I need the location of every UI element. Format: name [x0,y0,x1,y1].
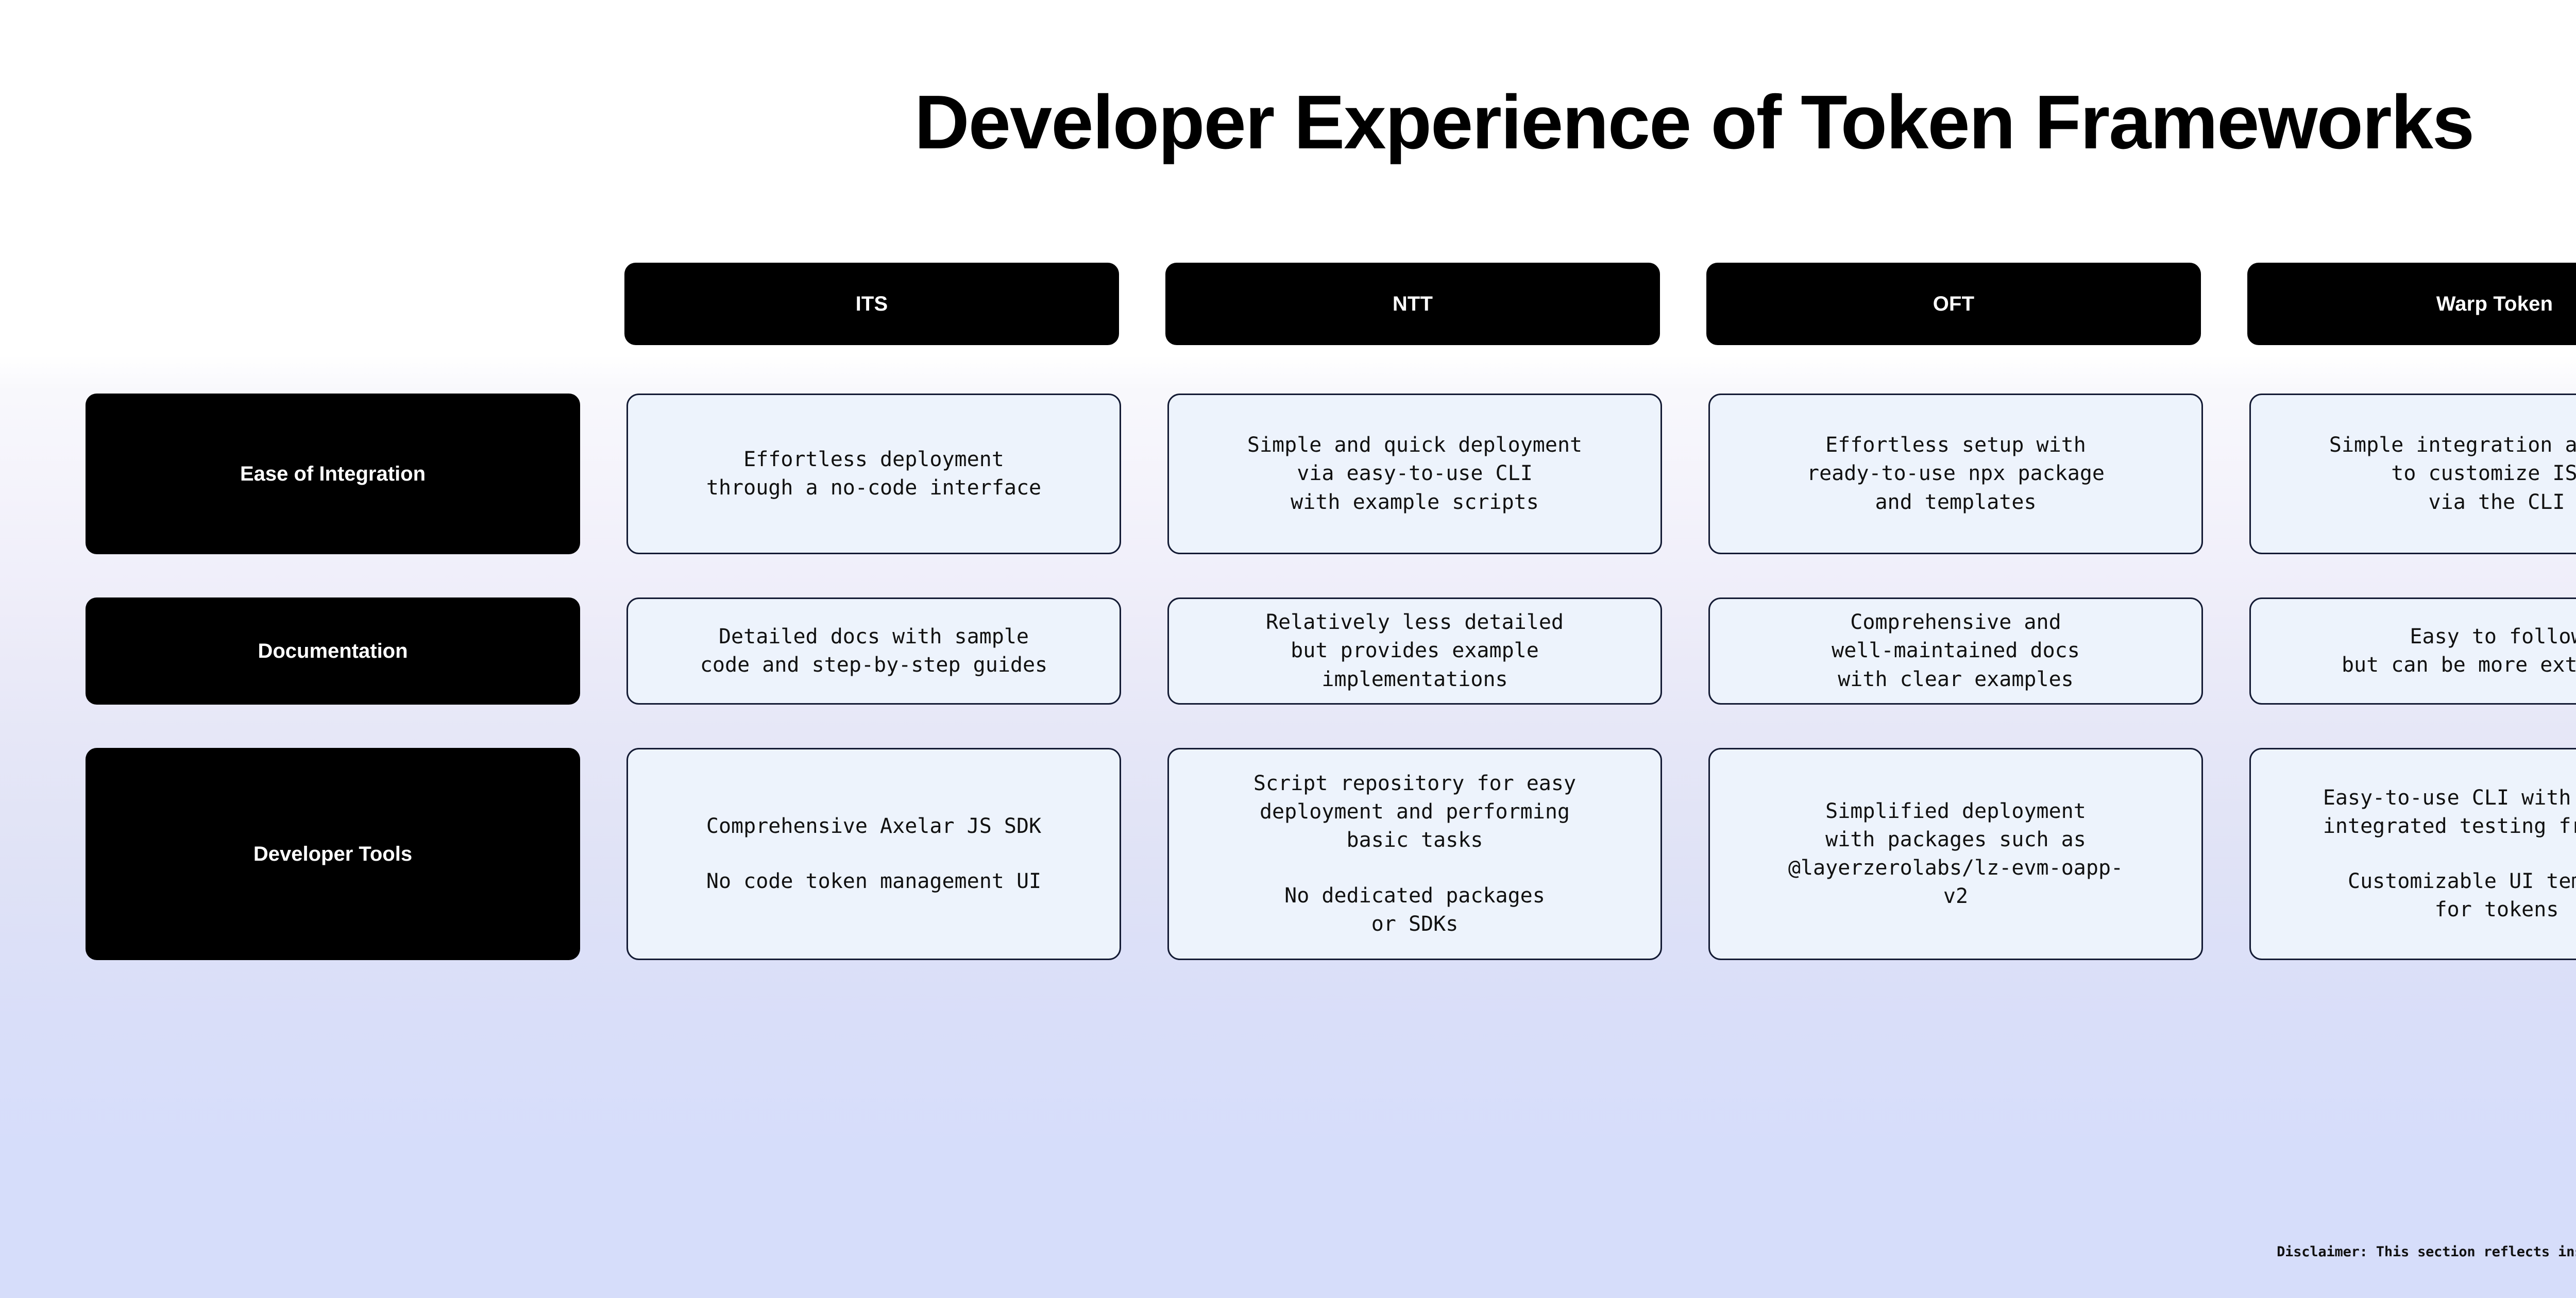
cell-ease-of-integration-ntt[interactable]: Simple and quick deployment via easy-to-… [1167,394,1662,554]
table-row-ease-of-integration: Ease of Integration Effortless deploymen… [86,394,2576,554]
table-header-row: ITS NTT OFT Warp Token xERC20 [86,263,2576,345]
cell-text: Simple integration and easy to customize… [2329,433,2576,514]
column-header-warp-token[interactable]: Warp Token [2247,263,2576,345]
header-corner-spacer [86,263,624,345]
comparison-table: ITS NTT OFT Warp Token xERC20 Ease of In… [86,263,2576,960]
cell-ease-of-integration-its[interactable]: Effortless deployment through a no-code … [626,394,1121,554]
cell-documentation-its[interactable]: Detailed docs with sample code and step-… [626,597,1121,705]
cell-text: Relatively less detailed but provides ex… [1266,610,1564,691]
cell-text: Comprehensive and well-maintained docs w… [1832,610,2080,691]
cell-ease-of-integration-oft[interactable]: Effortless setup with ready-to-use npx p… [1708,394,2203,554]
header-gap [86,345,2576,394]
table-row-developer-tools: Developer Tools Comprehensive Axelar JS … [86,748,2576,960]
cell-ease-of-integration-warp-token[interactable]: Simple integration and easy to customize… [2249,394,2576,554]
cell-developer-tools-its[interactable]: Comprehensive Axelar JS SDK No code toke… [626,748,1121,960]
cell-text: Simplified deployment with packages such… [1788,799,2124,909]
cell-documentation-warp-token[interactable]: Easy to follow but can be more extensive [2249,597,2576,705]
table-row-documentation: Documentation Detailed docs with sample … [86,597,2576,705]
column-header-oft[interactable]: OFT [1706,263,2201,345]
cell-developer-tools-oft[interactable]: Simplified deployment with packages such… [1708,748,2203,960]
page-title: Developer Experience of Token Frameworks [914,80,2475,165]
cell-documentation-oft[interactable]: Comprehensive and well-maintained docs w… [1708,597,2203,705]
cell-text: Comprehensive Axelar JS SDK [706,814,1042,838]
row-gap [86,705,2576,748]
cell-text: Detailed docs with sample code and step-… [700,624,1048,677]
cell-developer-tools-ntt[interactable]: Script repository for easy deployment an… [1167,748,1662,960]
row-label-ease-of-integration[interactable]: Ease of Integration [86,394,580,554]
cell-text-secondary: No code token management UI [706,869,1042,893]
cell-text: Script repository for easy deployment an… [1253,772,1577,852]
disclaimer-text: Disclaimer: This section reflects insigh… [2277,1244,2576,1260]
cell-documentation-ntt[interactable]: Relatively less detailed but provides ex… [1167,597,1662,705]
cell-text-secondary: No dedicated packages or SDKs [1284,883,1545,936]
cell-text: Simple and quick deployment via easy-to-… [1247,433,1583,514]
row-label-documentation[interactable]: Documentation [86,597,580,705]
row-label-developer-tools[interactable]: Developer Tools [86,748,580,960]
cell-text: Effortless deployment through a no-code … [706,447,1042,500]
cell-text: Effortless setup with ready-to-use npx p… [1807,433,2105,514]
cell-text: Easy to follow but can be more extensive [2341,624,2576,677]
column-header-ntt[interactable]: NTT [1165,263,1660,345]
cell-text: Easy-to-use CLI with a well- integrated … [2323,785,2576,838]
cell-developer-tools-warp-token[interactable]: Easy-to-use CLI with a well- integrated … [2249,748,2576,960]
cell-text-secondary: Customizable UI template for tokens [2348,869,2576,922]
column-header-its[interactable]: ITS [624,263,1119,345]
row-gap [86,554,2576,597]
